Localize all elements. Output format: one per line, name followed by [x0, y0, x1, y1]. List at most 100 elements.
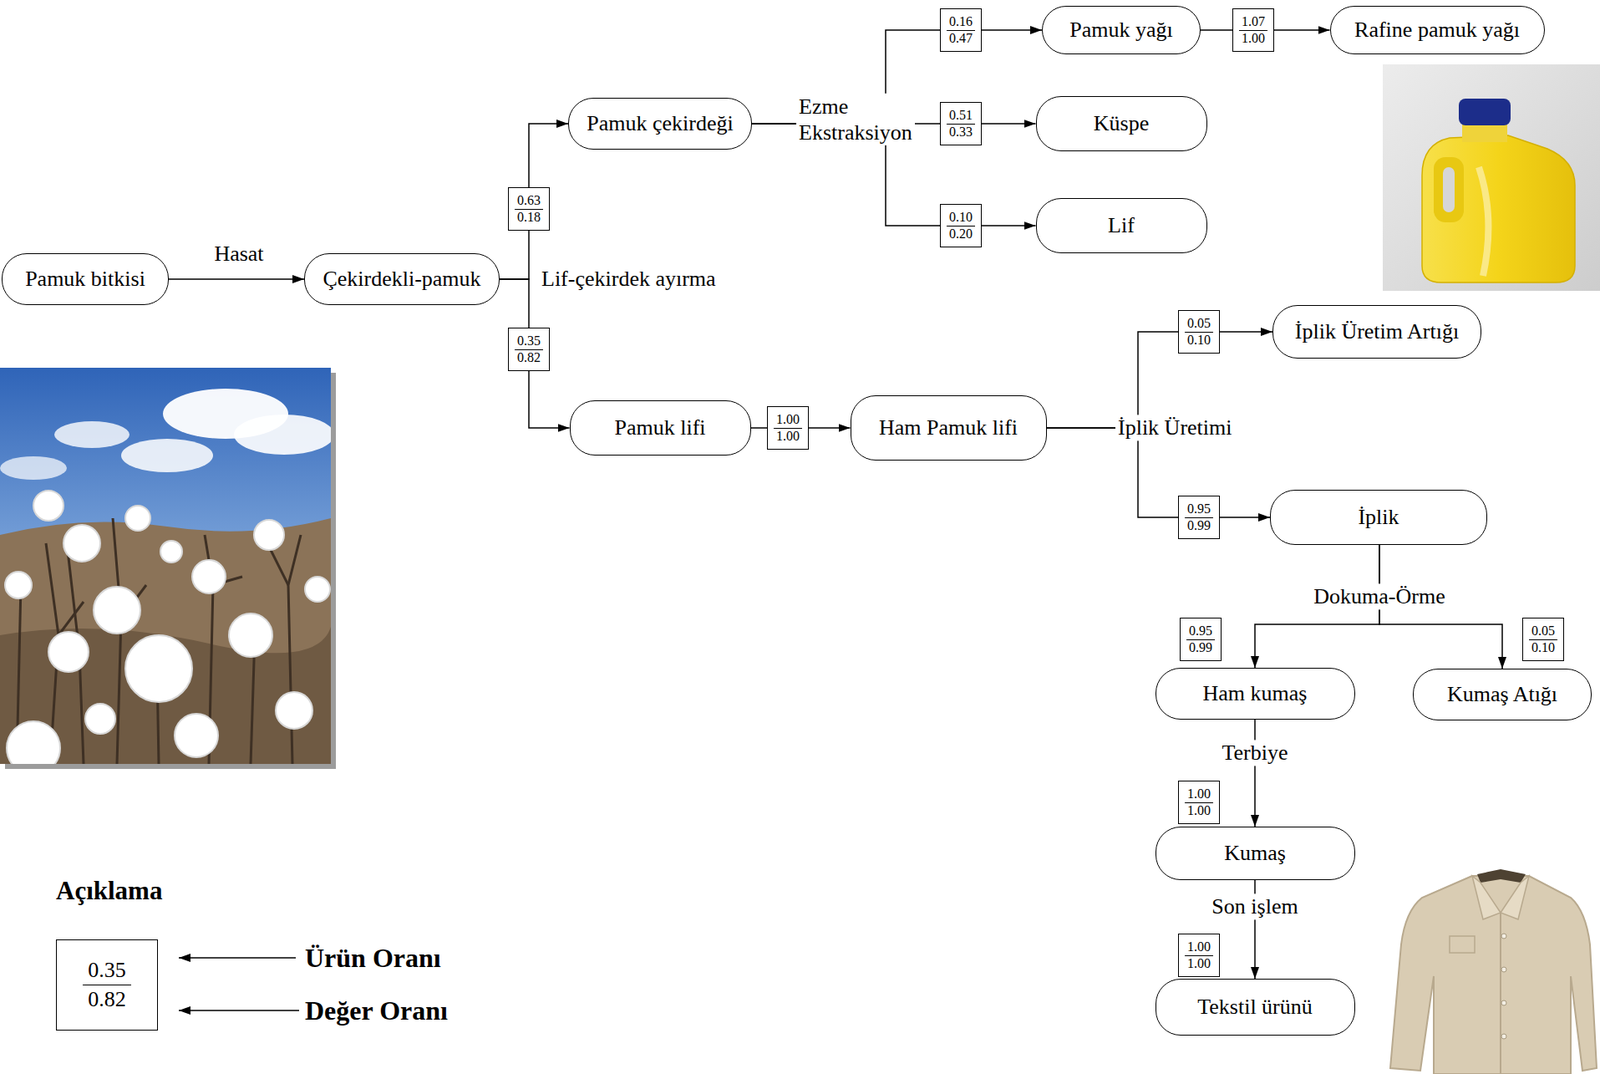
oil-jug-photo — [1382, 64, 1600, 291]
legend-text: Değer Oranı — [302, 994, 451, 1027]
ratio-box: 1.001.00 — [1178, 780, 1220, 824]
product-ratio: 0.35 — [82, 955, 132, 985]
process-label: Ezme Ekstraksiyon — [796, 93, 915, 146]
shirt-photo — [1472, 875, 1501, 920]
cotton-field-photo — [16, 518, 301, 764]
product-ratio: 0.35 — [514, 333, 544, 350]
flow-arrow — [528, 370, 570, 428]
ratio-box: 1.071.00 — [1232, 8, 1275, 52]
ratio-box: 0.100.20 — [939, 203, 982, 248]
process-box: Pamuk çekirdeği — [568, 97, 752, 150]
value-ratio: 0.10 — [1528, 640, 1558, 656]
cotton-field-photo — [54, 421, 130, 448]
ratio-box: 0.510.33 — [939, 101, 982, 146]
process-box: Kumaş — [1155, 826, 1356, 880]
process-box: Tekstil ürünü — [1155, 978, 1356, 1036]
shirt-photo — [1501, 933, 1507, 1039]
value-ratio: 1.00 — [1184, 955, 1214, 971]
product-ratio: 1.00 — [1184, 786, 1214, 803]
node-label: İplik — [1357, 503, 1399, 530]
product-ratio: 0.16 — [946, 14, 976, 31]
process-box: Çekirdekli-pamuk — [304, 253, 500, 305]
shirt-photo — [1501, 933, 1507, 939]
ratio-box: 0.950.99 — [1178, 495, 1220, 539]
process-box: Pamuk bitkisi — [1, 253, 169, 305]
legend-title: Açıklama — [53, 874, 165, 906]
flow-arrow — [981, 224, 1037, 227]
ratio-box: 0.160.47 — [939, 8, 982, 52]
node-label: Kumaş Atığı — [1447, 680, 1558, 707]
ratio-box: 1.001.00 — [766, 406, 809, 450]
process-box: Küspe — [1036, 96, 1208, 152]
cotton-field-photo — [112, 518, 122, 764]
shirt-photo — [1501, 1033, 1507, 1039]
flow-line — [1046, 331, 1179, 428]
node-label: Pamuk yağı — [1069, 16, 1174, 43]
cotton-field-photo — [5, 490, 331, 764]
product-ratio: 0.95 — [1184, 501, 1214, 518]
flow-arrow — [808, 426, 851, 429]
cotton-field-photo — [93, 586, 141, 634]
flow-line — [499, 230, 529, 280]
cotton-field-photo — [125, 505, 151, 531]
node-label: Kumaş — [1224, 839, 1286, 866]
cotton-field-photo — [233, 414, 331, 455]
shirt-photo — [1477, 868, 1526, 883]
product-ratio: 0.95 — [1186, 623, 1215, 640]
shirt-photo — [1390, 868, 1597, 1074]
cotton-field-photo — [33, 490, 64, 521]
cotton-field-photo — [58, 601, 84, 635]
process-label: Dokuma-Örme — [1310, 583, 1448, 610]
product-ratio: 1.07 — [1239, 14, 1268, 31]
flow-arrow — [981, 122, 1037, 125]
flow-arrow — [1254, 719, 1256, 827]
flow-line — [1200, 29, 1233, 31]
flow-arrow — [528, 123, 569, 188]
value-ratio: 0.33 — [946, 124, 976, 140]
cotton-field-photo — [275, 691, 313, 729]
node-label: Lif — [1107, 212, 1135, 239]
cotton-field-photo — [0, 367, 331, 764]
process-box: Ham Pamuk lifi — [850, 395, 1047, 461]
value-ratio: 1.00 — [1239, 30, 1268, 46]
value-ratio: 0.99 — [1186, 640, 1215, 656]
process-box: Rafine pamuk yağı — [1330, 5, 1545, 55]
shirt-photo — [1501, 1000, 1507, 1006]
oil-jug-photo — [1442, 167, 1455, 213]
oil-jug-photo — [1478, 167, 1489, 276]
product-ratio: 1.00 — [773, 411, 803, 428]
ratio-box: 0.050.10 — [1522, 617, 1565, 661]
oil-jug-photo — [1433, 157, 1464, 223]
legend-sample-box: 0.350.82 — [55, 939, 158, 1031]
legend-leader-arrows — [178, 957, 300, 1011]
flow-line — [1046, 427, 1179, 518]
process-box: Lif — [1036, 198, 1208, 254]
cotton-field-photo — [228, 613, 273, 657]
cotton-field-photo — [121, 438, 214, 473]
node-label: Rafine pamuk yağı — [1354, 16, 1520, 43]
flow-line — [751, 426, 768, 429]
edge-label: Hasat — [211, 240, 266, 267]
node-label: Pamuk lifi — [614, 414, 706, 441]
product-ratio: 0.51 — [946, 107, 976, 124]
legend-text: Ürün Oranı — [302, 941, 444, 974]
process-box: Kumaş Atığı — [1412, 668, 1592, 721]
value-ratio: 0.82 — [514, 350, 544, 366]
product-ratio: 0.63 — [514, 193, 544, 209]
flow-line — [499, 279, 529, 328]
flow-arrow — [981, 29, 1042, 31]
cotton-field-photo — [125, 634, 193, 702]
ratio-box: 0.050.10 — [1178, 309, 1220, 354]
value-ratio: 1.00 — [1184, 802, 1214, 818]
ratio-box: 1.001.00 — [1178, 933, 1220, 977]
cotton-field-photo — [48, 631, 89, 672]
node-label: Ham kumaş — [1203, 680, 1308, 707]
product-ratio: 0.05 — [1184, 315, 1214, 332]
cotton-field-photo — [253, 519, 285, 550]
cotton-field-photo — [0, 367, 336, 775]
value-ratio: 0.47 — [946, 30, 976, 46]
cotton-field-photo — [160, 540, 183, 563]
cotton-field-photo — [0, 456, 67, 480]
oil-jug-photo — [1382, 64, 1600, 291]
value-ratio: 0.20 — [946, 226, 976, 242]
